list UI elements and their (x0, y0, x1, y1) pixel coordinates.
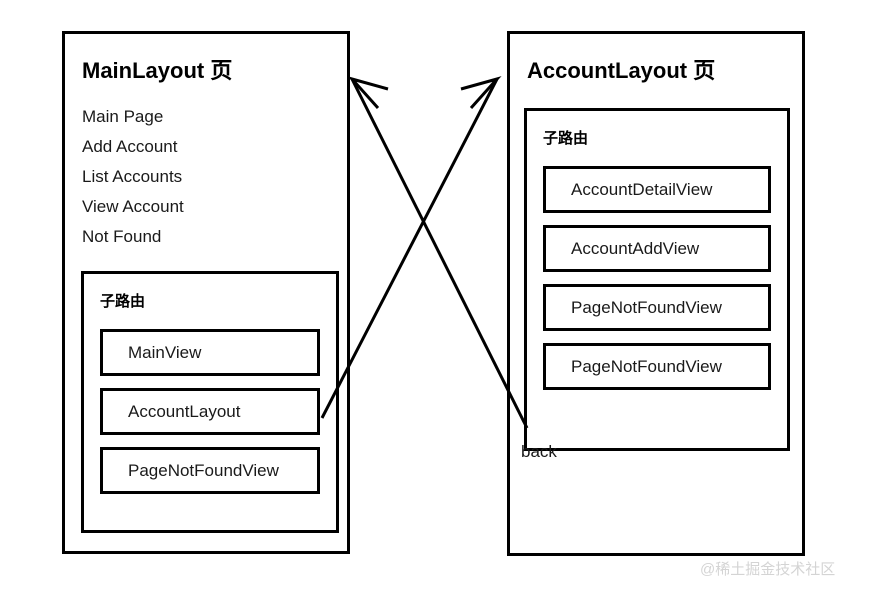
nav-link-list-accounts[interactable]: List Accounts (82, 167, 183, 186)
nav-link-not-found[interactable]: Not Found (82, 227, 162, 246)
main-layout-subroute-box: 子路由 MainView AccountLayout PageNotFoundV… (81, 271, 339, 533)
view-box-accountaddview[interactable]: AccountAddView (543, 225, 771, 272)
view-label: PageNotFoundView (571, 356, 722, 376)
account-layout-panel: AccountLayout 页 子路由 AccountDetailView Ac… (507, 31, 805, 556)
main-layout-nav-list: Main Page Add Account List Accounts View… (82, 102, 322, 252)
account-layout-subroute-items: AccountDetailView AccountAddView PageNot… (543, 166, 771, 390)
nav-link-main-page[interactable]: Main Page (82, 107, 164, 126)
main-layout-subroute-label: 子路由 (100, 293, 146, 310)
watermark-text: @稀土掘金技术社区 (700, 561, 836, 578)
view-box-pagenotfoundview-2[interactable]: PageNotFoundView (543, 343, 771, 390)
nav-link-view-account[interactable]: View Account (82, 197, 184, 216)
account-layout-subroute-box: 子路由 AccountDetailView AccountAddView Pag… (524, 108, 790, 451)
account-layout-title: AccountLayout 页 (527, 58, 716, 83)
view-label: AccountDetailView (571, 179, 713, 199)
main-layout-title: MainLayout 页 (82, 58, 233, 83)
account-layout-subroute-label: 子路由 (543, 130, 589, 147)
view-label: AccountAddView (571, 238, 700, 258)
view-box-pagenotfoundview[interactable]: PageNotFoundView (100, 447, 320, 494)
view-box-accountlayout[interactable]: AccountLayout (100, 388, 320, 435)
back-edge-label: back (521, 442, 557, 461)
view-label: PageNotFoundView (128, 460, 279, 480)
view-label: AccountLayout (128, 401, 241, 421)
view-box-accountdetailview[interactable]: AccountDetailView (543, 166, 771, 213)
main-layout-panel: MainLayout 页 Main Page Add Account List … (62, 31, 350, 554)
view-box-mainview[interactable]: MainView (100, 329, 320, 376)
view-label: PageNotFoundView (571, 297, 722, 317)
main-layout-subroute-items: MainView AccountLayout PageNotFoundView (100, 329, 320, 494)
view-label: MainView (128, 342, 202, 362)
nav-link-add-account[interactable]: Add Account (82, 137, 178, 156)
arrow-back-to-main-layout (347, 76, 529, 429)
view-box-pagenotfoundview-1[interactable]: PageNotFoundView (543, 284, 771, 331)
